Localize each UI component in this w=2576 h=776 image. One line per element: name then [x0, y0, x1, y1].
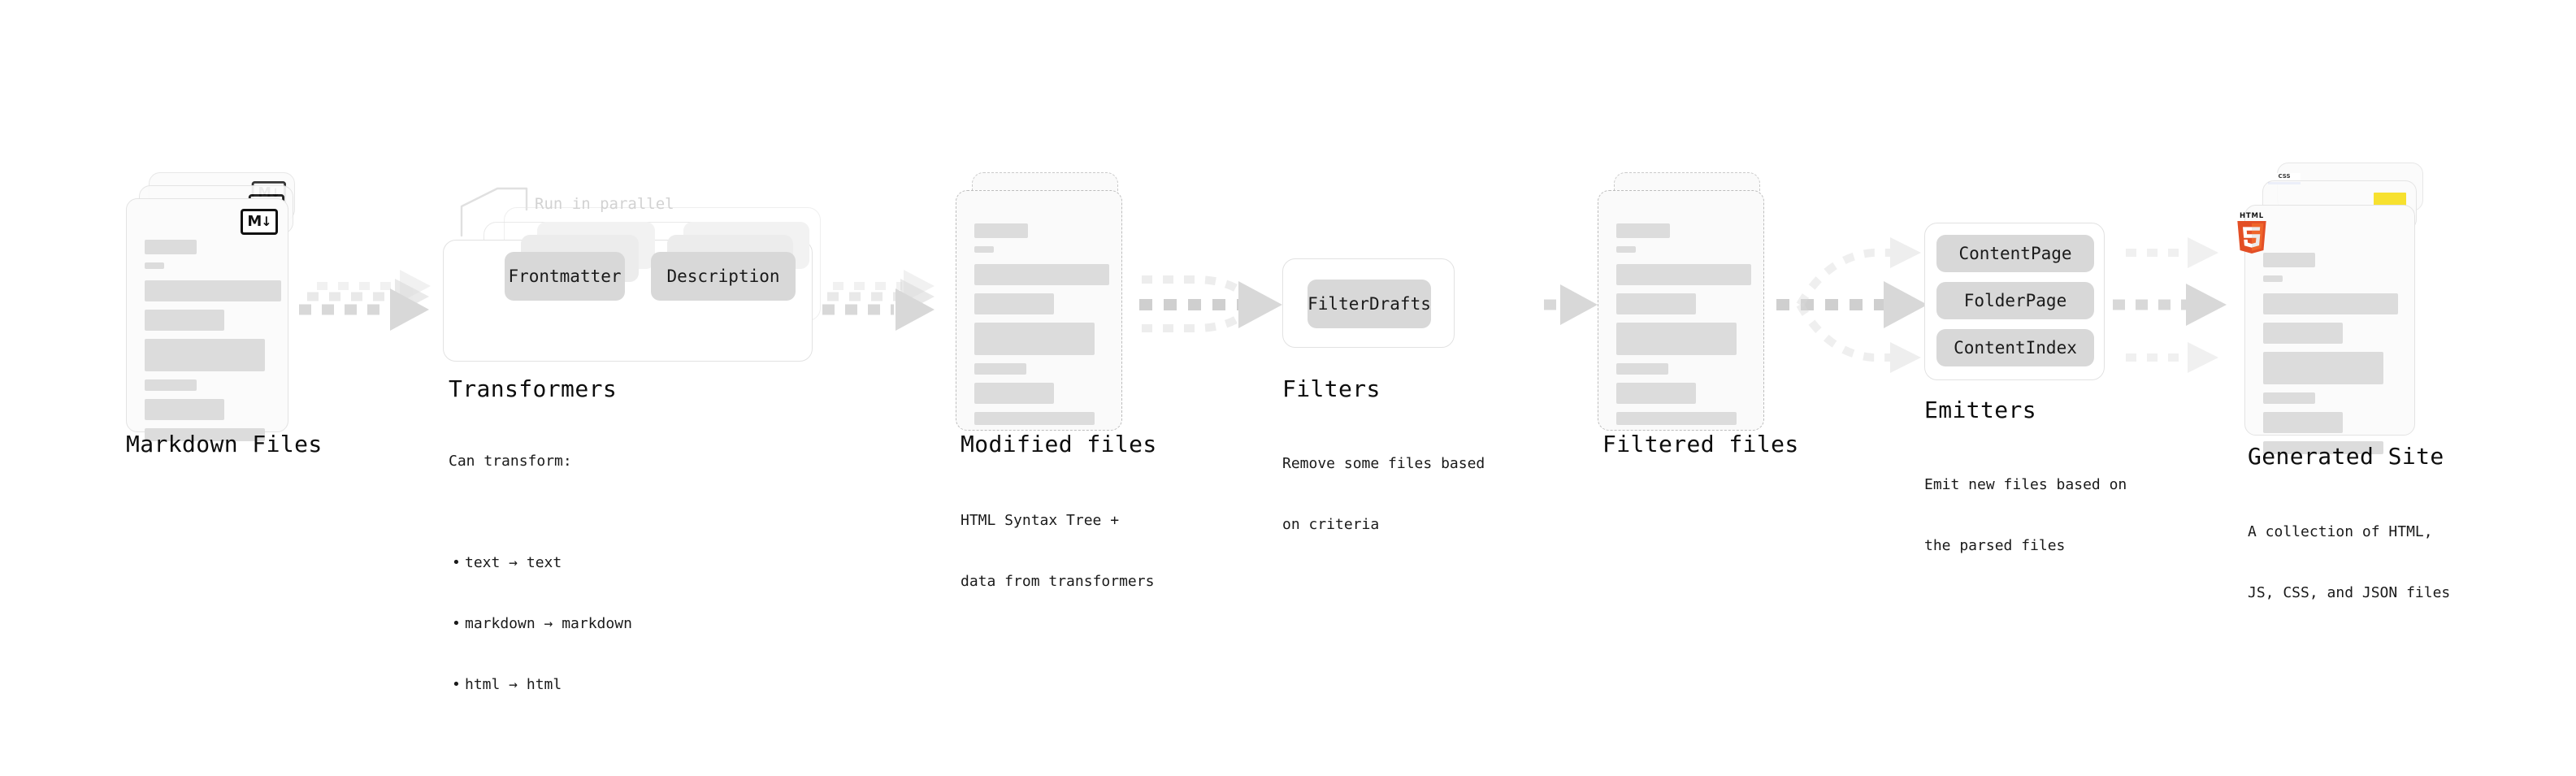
transformers-capability-item: text → text: [449, 553, 632, 573]
transformers-capability-item: markdown → markdown: [449, 613, 632, 634]
stage-title-filtered-files: Filtered files: [1602, 431, 1799, 457]
skeleton-bar: [974, 246, 994, 253]
site-card-html: HTML: [2237, 205, 2415, 454]
skeleton-bar: [2263, 412, 2343, 433]
filters-subtitle-line: on criteria: [1282, 516, 1380, 533]
stage-title-modified-files: Modified files: [961, 431, 1157, 457]
modified-subtitle-line: HTML Syntax Tree +: [961, 512, 1120, 529]
emitter-chip-folderpage[interactable]: FolderPage: [1936, 282, 2094, 319]
stage-markdown-files: M↓ M↓ M↓: [126, 172, 313, 441]
skeleton-bar: [2263, 293, 2398, 314]
skeleton-bar: [1616, 412, 1737, 425]
skeleton-bar: [974, 323, 1095, 355]
transformer-chip-frontmatter[interactable]: Frontmatter: [505, 252, 625, 301]
skeleton-bar: [1616, 246, 1636, 253]
stage-subtitle-filters: Remove some files based on criteria: [1282, 413, 1485, 575]
skeleton-bar: [974, 293, 1054, 314]
skeleton-bar: [974, 264, 1109, 285]
skeleton-bar: [2263, 323, 2343, 344]
skeleton-bar: [2263, 392, 2315, 404]
skeleton-bar: [145, 310, 224, 331]
skeleton-bar: [1616, 264, 1751, 285]
emitter-chip-contentpage[interactable]: ContentPage: [1936, 235, 2094, 272]
css-icon-label: CSS: [2278, 173, 2291, 180]
skeleton-bar: [2263, 275, 2283, 282]
skeleton-bar: [974, 412, 1095, 425]
skeleton-bar: [1616, 323, 1737, 355]
transformer-chip-description[interactable]: Description: [651, 252, 796, 301]
markdown-icon: M↓: [241, 209, 278, 235]
connector-transformers-to-modified: [822, 270, 935, 331]
stage-subtitle-modified-files: HTML Syntax Tree + data from transformer…: [961, 470, 1154, 632]
filters-box: FilterDrafts: [1282, 258, 1455, 348]
transformers-subtitle-heading: Can transform:: [449, 453, 572, 470]
filtered-card-front: [1598, 190, 1764, 431]
modified-card-skeleton: [956, 191, 1121, 430]
modified-subtitle-line: data from transformers: [961, 573, 1155, 590]
connector-filtered-to-emitters: [1776, 237, 1928, 373]
connector-filters-to-filtered: [1544, 284, 1598, 325]
stage-emitters: ContentPage FolderPage ContentIndex: [1924, 223, 2119, 385]
markdown-icon-letter: M: [247, 213, 262, 230]
skeleton-bar: [145, 280, 281, 301]
pipeline-diagram: M↓ M↓ M↓: [0, 0, 2576, 681]
stage-filters: FilterDrafts: [1282, 258, 1461, 356]
skeleton-bar: [145, 428, 265, 441]
skeleton-bar: [1616, 383, 1696, 404]
emitter-chip-contentindex[interactable]: ContentIndex: [1936, 329, 2094, 366]
stage-title-transformers: Transformers: [449, 375, 618, 402]
markdown-file-stack: M↓ M↓ M↓: [126, 172, 313, 441]
skeleton-bar: [145, 339, 265, 371]
stage-filtered-files: [1598, 172, 1785, 432]
emitters-subtitle-line: the parsed files: [1924, 537, 2066, 554]
connector-modified-to-filters: [1139, 275, 1282, 332]
modified-card-front: [956, 190, 1122, 431]
filters-subtitle-line: Remove some files based: [1282, 455, 1485, 472]
skeleton-bar: [145, 399, 224, 420]
run-in-parallel-label: Run in parallel: [535, 195, 674, 213]
emitters-box: ContentPage FolderPage ContentIndex: [1924, 223, 2105, 380]
markdown-card-skeleton: [127, 199, 288, 441]
stage-title-generated-site: Generated Site: [2248, 443, 2444, 470]
stage-title-filters: Filters: [1282, 375, 1381, 402]
stage-generated-site: CSS HTML: [2237, 163, 2448, 454]
stage-title-emitters: Emitters: [1924, 397, 2037, 423]
skeleton-bar: [974, 223, 1028, 238]
skeleton-bar: [145, 379, 197, 391]
filtered-card-skeleton: [1598, 191, 1763, 430]
html5-icon: HTML: [2234, 212, 2270, 254]
emitters-subtitle-line: Emit new files based on: [1924, 476, 2127, 493]
skeleton-bar: [2263, 253, 2315, 267]
skeleton-bar: [1616, 293, 1696, 314]
site-subtitle-line: JS, CSS, and JSON files: [2248, 584, 2451, 601]
stage-subtitle-transformers: Can transform: text → text markdown → ma…: [449, 410, 632, 776]
skeleton-bar: [2263, 352, 2383, 384]
connector-markdown-to-transformers: [299, 270, 431, 331]
skeleton-bar: [145, 240, 197, 254]
skeleton-bar: [974, 363, 1026, 375]
html5-shield: [2237, 221, 2266, 254]
skeleton-bar: [974, 383, 1054, 404]
site-card-skeleton: [2245, 206, 2414, 454]
skeleton-bar: [1616, 363, 1668, 375]
markdown-icon-arrow: ↓: [261, 214, 271, 229]
skeleton-bar: [2263, 441, 2383, 454]
filter-chip-filterdrafts[interactable]: FilterDrafts: [1308, 280, 1431, 328]
connector-emitters-to-site: [2113, 237, 2227, 373]
stage-subtitle-generated-site: A collection of HTML, JS, CSS, and JSON …: [2248, 481, 2450, 644]
transformers-capability-list: text → text markdown → markdown html → h…: [449, 512, 632, 735]
stage-modified-files: [956, 172, 1143, 432]
skeleton-bar: [1616, 223, 1670, 238]
skeleton-bar: [145, 262, 164, 269]
stage-transformers: Frontmatter Description: [443, 207, 825, 370]
stage-title-markdown-files: Markdown Files: [126, 431, 323, 457]
stage-subtitle-emitters: Emit new files based on the parsed files: [1924, 434, 2127, 596]
site-subtitle-line: A collection of HTML,: [2248, 523, 2433, 540]
transformers-capability-item: html → html: [449, 674, 632, 695]
markdown-card-front: M↓: [126, 198, 288, 441]
html5-icon-label: HTML: [2240, 212, 2264, 220]
